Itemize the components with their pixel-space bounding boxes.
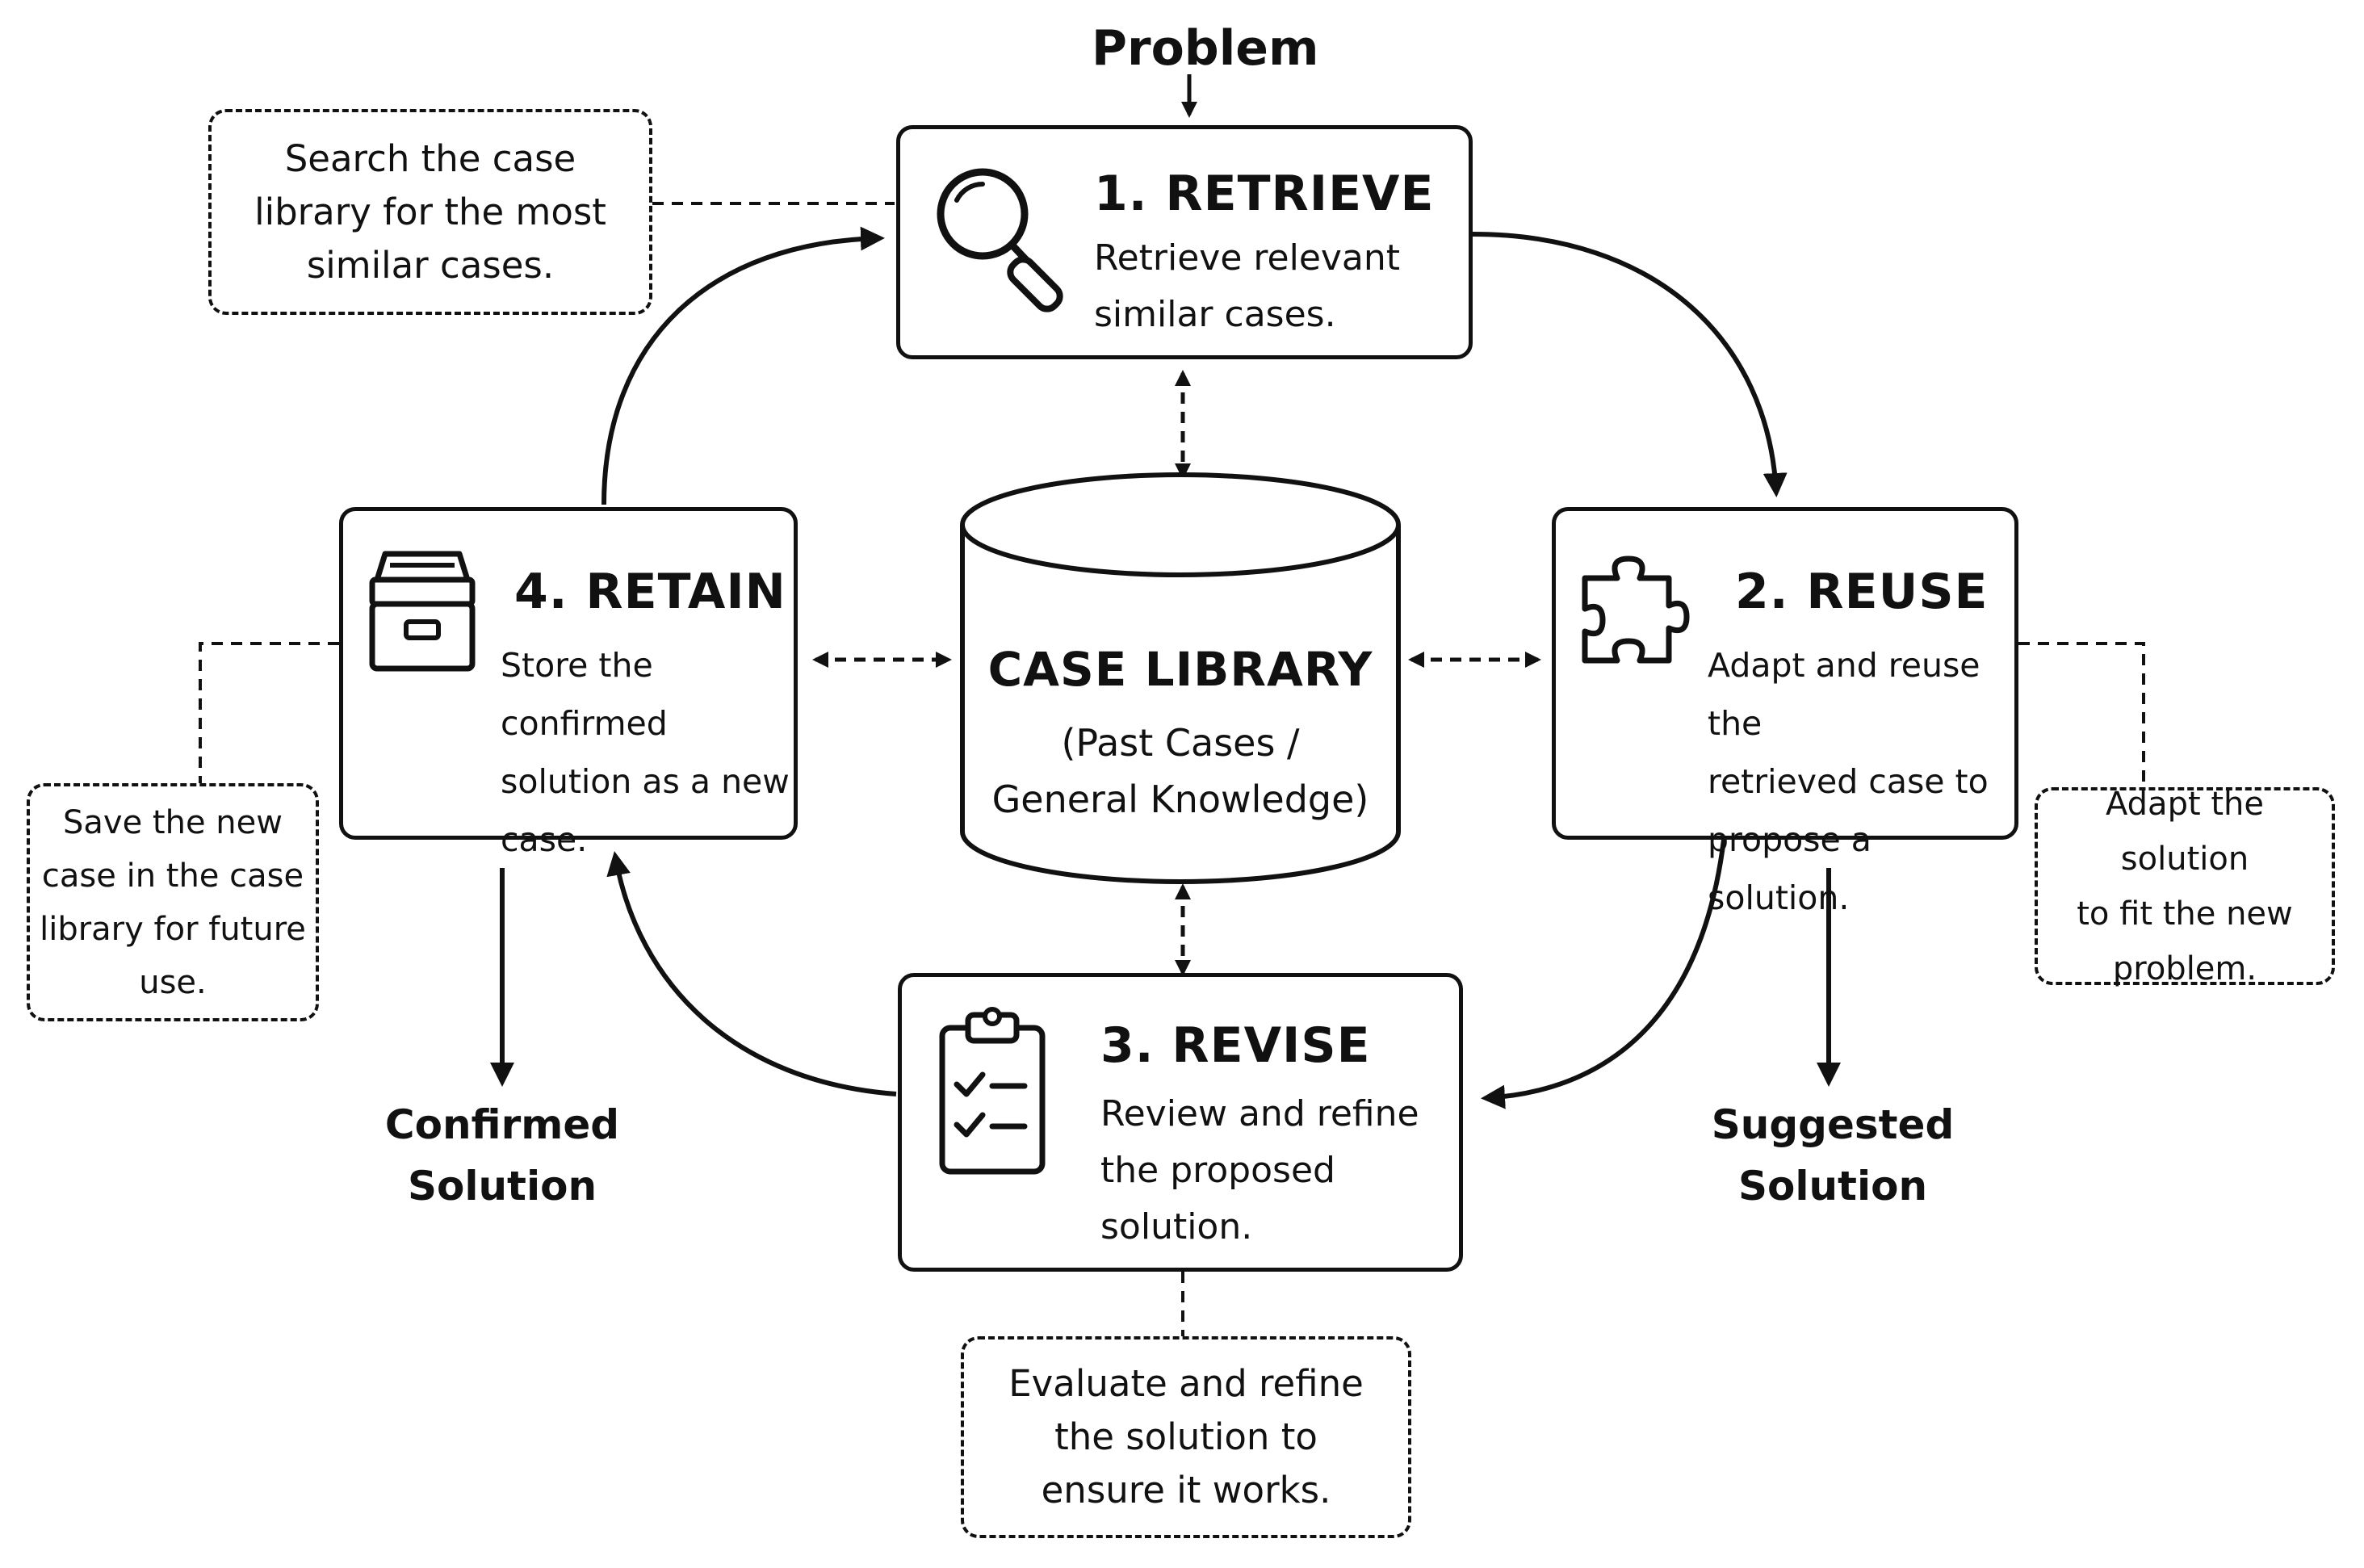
- label-line: Suggested: [1711, 1101, 1955, 1148]
- note-connector-retain: [199, 642, 339, 783]
- note-line: Evaluate and refine: [1008, 1362, 1364, 1405]
- file-box-icon: [369, 551, 476, 672]
- description-line: case.: [501, 820, 588, 859]
- note-line: Save the new: [63, 803, 283, 841]
- stage-retrieve-box: 1. RETRIEVE Retrieve relevant similar ca…: [896, 125, 1473, 359]
- stage-retrieve-title: 1. RETRIEVE: [1094, 166, 1435, 222]
- label-line: Solution: [1737, 1163, 1928, 1210]
- stage-retain-box: 4. RETAIN Store the confirmed solution a…: [339, 507, 798, 859]
- stage-reuse-title: 2. REUSE: [1735, 564, 1989, 620]
- label-line: Solution: [407, 1163, 597, 1210]
- note-line: similar cases.: [306, 243, 555, 287]
- stage-retain-title: 4. RETAIN: [514, 564, 786, 620]
- note-reuse: Adapt the solution to fit the new proble…: [2035, 786, 2335, 987]
- stage-revise-box: 3. REVISE Review and refine the proposed…: [898, 973, 1463, 1272]
- note-line: Search the case: [284, 136, 576, 180]
- description-line: the proposed: [1100, 1150, 1335, 1191]
- note-line: library for the most: [254, 190, 606, 233]
- arrow-retain-to-retrieve: [601, 226, 885, 505]
- stage-retain-description: Store the confirmed solution as a new ca…: [501, 636, 794, 869]
- description-line: propose a solution.: [1708, 820, 1872, 917]
- stage-reuse-description: Adapt and reuse the retrieved case to pr…: [1708, 636, 2014, 927]
- description-line: Store the confirmed: [501, 646, 668, 743]
- case-library-subtitle-line: General Knowledge): [991, 778, 1369, 821]
- case-library-cylinder: [960, 472, 1401, 884]
- arrow-revise-to-retain: [606, 851, 897, 1096]
- note-line: case in the case: [41, 857, 304, 895]
- description-line: solution.: [1100, 1206, 1253, 1247]
- description-line: similar cases.: [1094, 294, 1336, 335]
- note-retrieve: Search the case library for the most sim…: [208, 109, 652, 315]
- problem-label: Problem: [1092, 20, 1319, 77]
- description-line: Adapt and reuse the: [1708, 646, 1980, 743]
- case-library-subtitle: (Past Cases / General Knowledge): [962, 715, 1398, 828]
- note-line: problem.: [2112, 950, 2257, 987]
- confirmed-solution-label: Confirmed Solution: [341, 1094, 664, 1217]
- case-library-title: CASE LIBRARY: [987, 642, 1373, 697]
- stage-retrieve-description: Retrieve relevant similar cases.: [1094, 230, 1400, 343]
- note-line: use.: [139, 963, 207, 1001]
- stage-revise-title: 3. REVISE: [1100, 1017, 1371, 1074]
- note-revise: Evaluate and refine the solution to ensu…: [961, 1336, 1411, 1538]
- case-library-subtitle-line: (Past Cases /: [1061, 721, 1300, 765]
- clipboard-checklist-icon: [939, 1007, 1046, 1175]
- label-line: Confirmed: [384, 1101, 620, 1148]
- magnifier-icon: [937, 168, 1063, 312]
- note-connector-reuse: [2018, 642, 2145, 787]
- description-line: retrieved case to: [1708, 762, 1989, 801]
- note-line: to fit the new: [2077, 895, 2293, 933]
- stage-reuse-box: 2. REUSE Adapt and reuse the retrieved c…: [1552, 507, 2018, 917]
- suggested-solution-label: Suggested Solution: [1671, 1094, 1994, 1217]
- note-line: library for future: [40, 910, 306, 948]
- description-line: Review and refine: [1100, 1093, 1419, 1134]
- note-line: ensure it works.: [1041, 1469, 1331, 1511]
- note-line: Adapt the solution: [2106, 785, 2264, 878]
- puzzle-piece-icon: [1582, 556, 1690, 664]
- note-retain: Save the new case in the case library fo…: [27, 783, 319, 1021]
- arrow-retrieve-to-reuse: [1472, 232, 1788, 497]
- stage-revise-description: Review and refine the proposed solution.: [1100, 1086, 1419, 1256]
- description-line: solution as a new: [501, 762, 790, 801]
- description-line: Retrieve relevant: [1094, 237, 1401, 279]
- arrow-reuse-to-revise: [1481, 839, 1726, 1109]
- note-line: the solution to: [1054, 1415, 1318, 1458]
